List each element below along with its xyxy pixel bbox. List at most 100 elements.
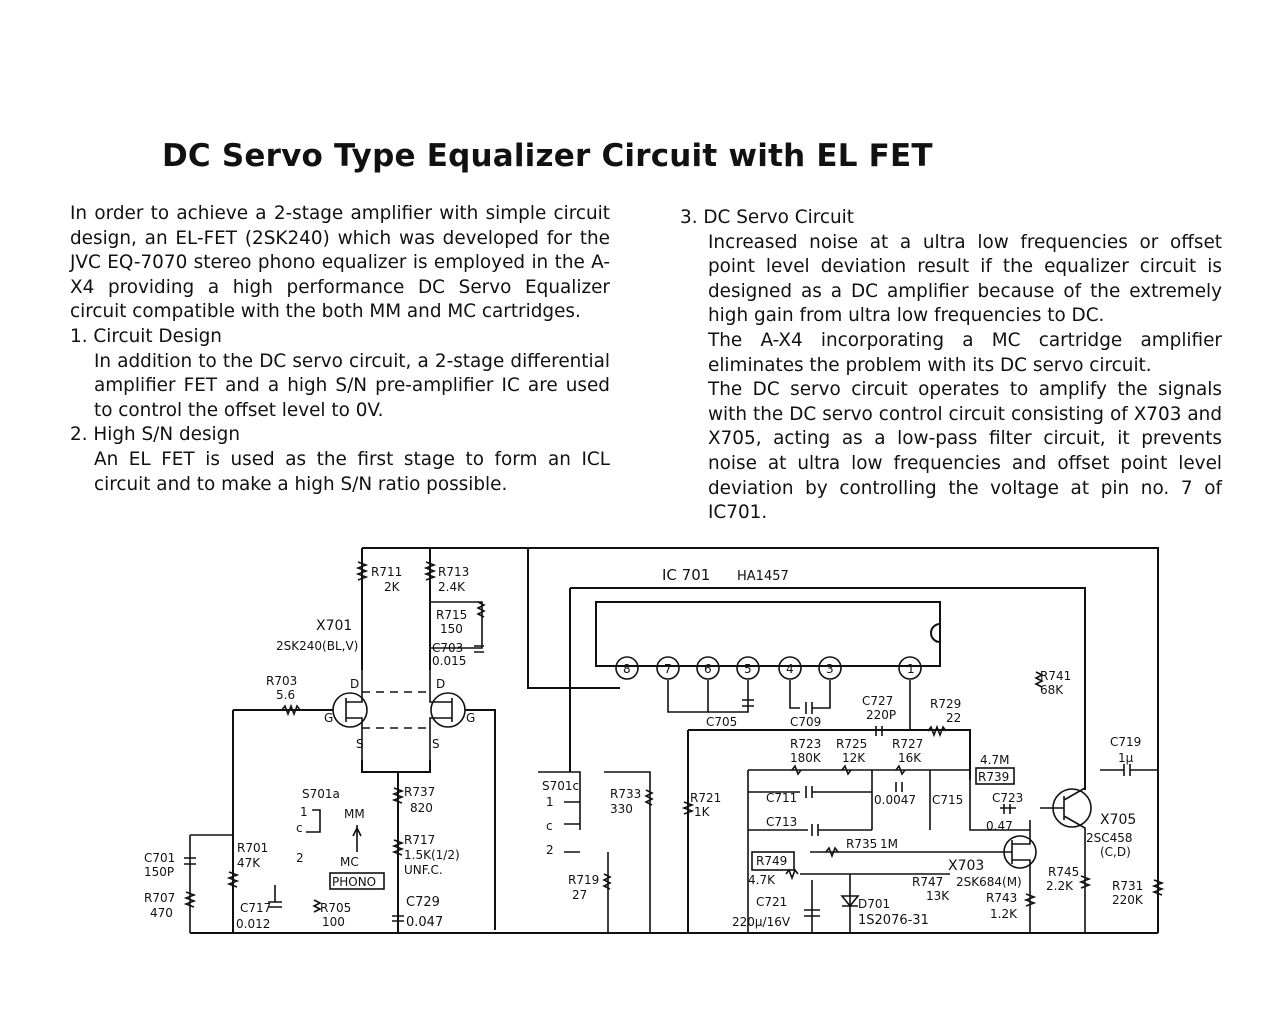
mm-label: MM (344, 807, 365, 821)
r721-label: R721 (690, 791, 721, 805)
c719-label: C719 (1110, 735, 1141, 749)
c715-label: C715 (932, 793, 963, 807)
c721-capacitor (804, 880, 820, 933)
r739-label: R739 (978, 770, 1009, 784)
r711-resistor (355, 561, 369, 581)
r707-label: R707 (144, 891, 175, 905)
r747-label: R747 (912, 875, 943, 889)
c727-value: 220P (866, 708, 896, 722)
ic701-body (595, 601, 941, 667)
fet-drain-source (346, 670, 452, 760)
r741-resistor (1034, 671, 1044, 688)
r735-label: R735 (846, 837, 877, 851)
c705-label: C705 (706, 715, 737, 729)
r711-value: 2K (384, 580, 401, 594)
s701a-pos1: 1 (300, 805, 308, 819)
intro-paragraph: In order to achieve a 2-stage amplifier … (70, 203, 610, 323)
s701a-pos2: 2 (296, 851, 304, 865)
s701c-frame (538, 771, 581, 853)
rc-verticals (747, 770, 931, 933)
r731-label: R731 (1112, 879, 1143, 893)
c717-value: 0.012 (236, 917, 270, 931)
ic-pin-5: 5 (744, 662, 752, 676)
d701-part: 1S2076-31 (858, 913, 929, 928)
r719-value: 27 (572, 888, 587, 902)
circuit-schematic: 8 7 6 5 4 3 1 IC 701 HA1457 R711 2K R713… (144, 547, 1165, 934)
page-title: DC Servo Type Equalizer Circuit with EL … (162, 138, 933, 174)
r747-value: 13K (926, 889, 950, 903)
g-label-b: G (466, 711, 475, 725)
c717-capacitor (268, 885, 282, 908)
r717-label: R717 (404, 833, 435, 847)
c705-capacitor (742, 699, 754, 707)
d-label-a: D (350, 677, 359, 691)
c703-value: 0.015 (432, 654, 466, 668)
d701-diode (840, 874, 860, 933)
x703-part: 2SK684(M) (956, 875, 1022, 889)
r739-box (975, 767, 1015, 785)
x705-grade: (C,D) (1100, 845, 1131, 859)
c721-value: 220μ/16V (732, 915, 791, 929)
r727-value: 16K (898, 751, 922, 765)
r745-value: 2.2K (1046, 879, 1074, 893)
c715-value: 0.0047 (874, 793, 916, 807)
c727-capacitor (875, 680, 911, 736)
item3-para2: The A-X4 incorporating a MC cartridge am… (708, 329, 1222, 376)
x701-label: X701 (316, 618, 352, 634)
r715-value: 150 (440, 622, 463, 636)
c703-capacitor (474, 645, 484, 653)
r711-label: R711 (371, 565, 402, 579)
right-column: 3. DC Servo Circuit Increased noise at a… (680, 206, 1222, 526)
r703-value: 5.6 (276, 688, 295, 702)
c729-label: C729 (406, 895, 440, 910)
item3-para1: Increased noise at a ultra low frequenci… (708, 231, 1222, 327)
r707-value: 470 (150, 906, 173, 920)
c701-value: 150P (144, 865, 174, 879)
r739-value: 4.7M (980, 753, 1009, 767)
c701-capacitor (184, 834, 233, 933)
g-label-a: G (324, 711, 333, 725)
ic-pin-3: 3 (826, 662, 834, 676)
c713-capacitor (748, 824, 872, 836)
mc-label: MC (340, 855, 359, 869)
s701a-common: c (296, 821, 303, 835)
r717-resistor (391, 839, 405, 856)
ic701-pins (615, 656, 922, 680)
r713-label: R713 (438, 565, 469, 579)
r741-label: R741 (1040, 669, 1071, 683)
x703-label: X703 (948, 858, 984, 874)
r701-value: 47K (237, 856, 261, 870)
r737-resistor (391, 787, 405, 804)
s701c-label: S701c (542, 779, 579, 793)
r707-resistor (183, 891, 197, 908)
c711-capacitor (748, 786, 872, 798)
r723-value: 180K (790, 751, 822, 765)
s701c-pos2: 2 (546, 843, 554, 857)
ic-pin-8: 8 (623, 662, 631, 676)
r729-value: 22 (946, 711, 961, 725)
r705-value: 100 (322, 915, 345, 929)
c721-label: C721 (756, 895, 787, 909)
r717-note: UNF.C. (404, 863, 443, 877)
r735-value: 1M (880, 837, 898, 851)
r713-value: 2.4K (438, 580, 466, 594)
s701c-pos1: 1 (546, 795, 554, 809)
ic-supply-line (570, 587, 1086, 670)
ic701-part: HA1457 (737, 569, 789, 584)
r713-resistor (423, 561, 437, 581)
x701-part: 2SK240(BL,V) (276, 639, 358, 653)
r743-resistor (1023, 880, 1037, 933)
r719-label: R719 (568, 873, 599, 887)
s701c-common: c (546, 819, 553, 833)
output-bus (688, 729, 971, 780)
c723-capacitor (1000, 804, 1016, 814)
r749-resistor (785, 868, 950, 881)
r735-resistor (810, 846, 1000, 859)
r737-value: 820 (410, 801, 433, 815)
x703-leads (1000, 820, 1031, 880)
x705-label: X705 (1100, 812, 1136, 828)
s701a-contact (306, 809, 321, 833)
c719-value: 1μ (1118, 751, 1134, 765)
d701-label: D701 (858, 897, 890, 911)
